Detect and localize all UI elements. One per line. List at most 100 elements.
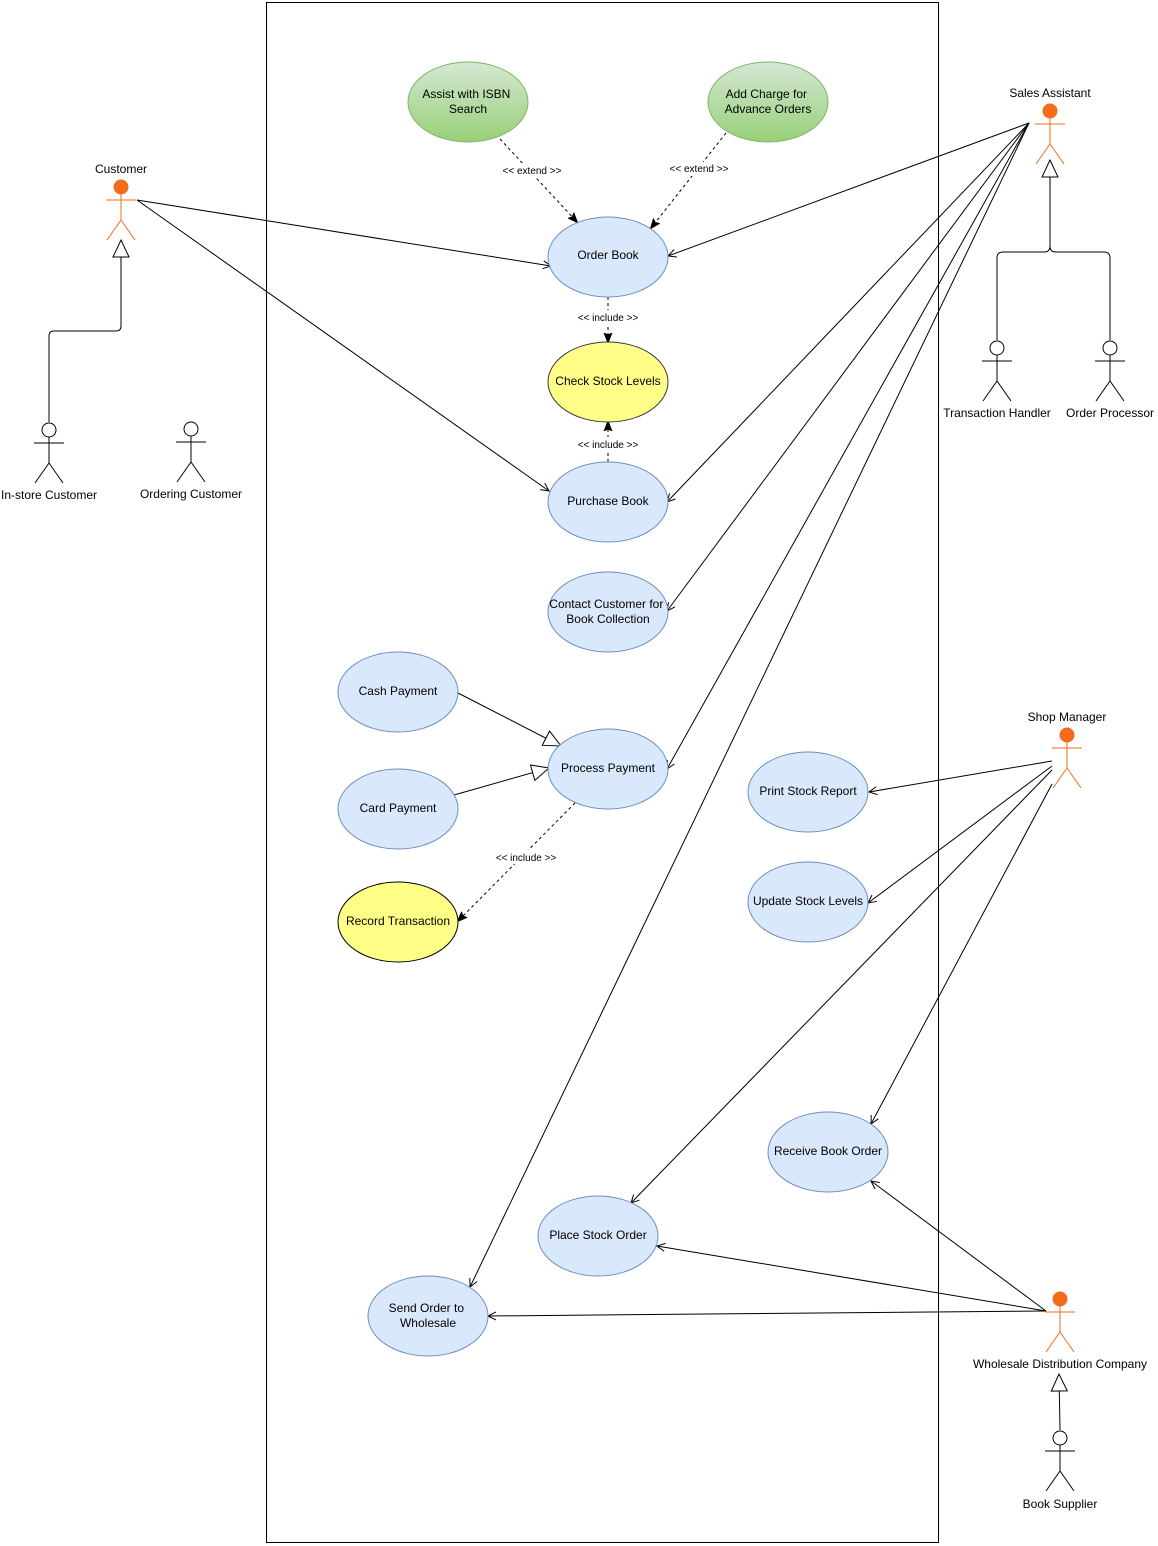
shop-manager-stick-figure-icon [1052,727,1082,789]
assist-isbn-line-2: Search [449,102,487,116]
actor-transaction-handler-label: Transaction Handler [943,406,1051,420]
actor-shop-manager-label: Shop Manager [1028,710,1107,724]
use-cases: Assist with ISBN Search Add Charge for A… [337,61,889,1357]
actor-ordering-customer-label: Ordering Customer [140,487,242,501]
assoc-customer-purchase-book [136,199,549,491]
include-payment-record [458,802,576,921]
svg-text:Send Order to Wholesal: Send Order to Wholesale [389,1301,468,1330]
use-case-add-charge[interactable]: Add Charge for Advance Orders [707,61,829,143]
instore-customer-stick-figure-icon [34,422,64,484]
label-include-record: << include >> [496,853,557,864]
assoc-customer-order-book [136,199,551,266]
card-payment-label: Card Payment [360,801,437,815]
place-stock-order-label: Place Stock Order [549,1228,646,1242]
assoc-wholesale-receive-order [871,1181,1047,1312]
use-case-assist-isbn[interactable]: Assist with ISBN Search [407,61,529,143]
print-stock-report-label: Print Stock Report [759,784,857,798]
receive-book-order-label: Receive Book Order [774,1144,882,1158]
relationships [136,122,1053,1316]
assoc-manager-update-stock [868,765,1053,903]
actor-shop-manager[interactable]: Shop Manager [1028,710,1107,789]
record-transaction-label: Record Transaction [346,914,450,928]
actor-order-processor-label: Order Processor [1066,406,1154,420]
extend-isbn-order-book [499,138,577,222]
add-charge-line-1: Add Charge for [726,87,807,101]
use-case-purchase-book[interactable]: Purchase Book [547,461,669,543]
actor-instore-customer-label: In-store Customer [1,488,97,502]
actor-wholesale-company-label: Wholesale Distribution Company [973,1357,1147,1371]
order-book-label: Order Book [577,248,639,262]
book-supplier-stick-figure-icon [1045,1430,1075,1492]
send-order-line-2: Wholesale [400,1316,456,1330]
update-stock-levels-label: Update Stock Levels [753,894,863,908]
gen-transaction-handler [996,158,1059,340]
gen-book-supplier [1050,1372,1069,1431]
assoc-manager-receive-order [871,783,1053,1124]
use-case-print-stock-report[interactable]: Print Stock Report [747,751,869,833]
actor-ordering-customer[interactable]: Ordering Customer [140,421,242,501]
use-case-process-payment[interactable]: Process Payment [547,728,669,810]
purchase-book-label: Purchase Book [567,494,649,508]
use-case-check-stock-levels[interactable]: Check Stock Levels [547,341,669,423]
actor-book-supplier[interactable]: Book Supplier [1023,1430,1098,1511]
actor-instore-customer[interactable]: In-store Customer [1,422,97,502]
generalizations [48,158,1111,1431]
cash-payment-label: Cash Payment [359,684,438,698]
label-extend-isbn: << extend >> [503,166,562,177]
assoc-sales-send-order [470,122,1030,1287]
process-payment-label: Process Payment [561,761,656,775]
contact-customer-line-1: Contact Customer for [549,597,663,611]
assoc-manager-place-order [631,769,1053,1203]
use-case-send-order-wholesale[interactable]: Send Order to Wholesale [367,1275,489,1357]
wholesale-company-stick-figure-icon [1045,1291,1075,1353]
assoc-sales-contact-customer [667,122,1030,611]
use-case-cash-payment[interactable]: Cash Payment [337,651,459,733]
use-case-order-book[interactable]: Order Book [547,216,669,298]
ordering-customer-stick-figure-icon [176,421,206,483]
use-case-receive-book-order[interactable]: Receive Book Order [767,1111,889,1193]
actor-sales-assistant-label: Sales Assistant [1009,86,1091,100]
svg-text:Assist with ISBN Searc: Assist with ISBN Search [422,87,513,116]
actor-wholesale-company[interactable]: Wholesale Distribution Company [973,1291,1147,1371]
assist-isbn-line-1: Assist with ISBN [422,87,510,101]
actor-transaction-handler[interactable]: Transaction Handler [943,340,1051,420]
contact-customer-line-2: Book Collection [566,612,649,626]
label-include-check-order: << include >> [578,313,639,324]
actor-order-processor[interactable]: Order Processor [1066,340,1154,420]
gen-cash-process-payment [457,692,563,747]
assoc-sales-purchase-book [667,122,1030,502]
svg-text:Add Charge for Advance: Add Charge for Advance Orders [725,87,812,116]
gen-order-processor [1049,245,1111,340]
use-case-contact-customer[interactable]: Contact Customer for Book Collection [547,571,669,653]
gen-card-process-payment [453,764,551,796]
sales-assistant-stick-figure-icon [1035,103,1065,165]
gen-instore-customer [48,238,130,422]
label-extend-charge: << extend >> [670,164,729,175]
use-case-place-stock-order[interactable]: Place Stock Order [537,1195,659,1277]
system-boundary [266,2,939,1543]
assoc-sales-order-book [668,122,1030,256]
actor-customer[interactable]: Customer [95,162,147,241]
actors: Customer In-store Customer Ordering Cu [1,86,1154,1511]
svg-text:Contact Customer for B: Contact Customer for Book Collection [549,597,666,626]
extend-charge-order-book [651,132,727,228]
use-case-update-stock-levels[interactable]: Update Stock Levels [747,861,869,943]
label-include-check-purchase: << include >> [578,440,639,451]
actor-sales-assistant[interactable]: Sales Assistant [1009,86,1091,165]
use-case-card-payment[interactable]: Card Payment [337,768,459,850]
assoc-wholesale-place-order [657,1246,1047,1312]
assoc-sales-process-payment [667,122,1030,769]
actor-customer-label: Customer [95,162,147,176]
use-case-record-transaction[interactable]: Record Transaction [337,881,459,963]
send-order-line-1: Send Order to [389,1301,465,1315]
actor-book-supplier-label: Book Supplier [1023,1497,1098,1511]
check-stock-label: Check Stock Levels [555,374,660,388]
transaction-handler-stick-figure-icon [982,340,1012,402]
customer-stick-figure-icon [106,179,136,241]
assoc-manager-print-report [869,760,1053,792]
order-processor-stick-figure-icon [1095,340,1125,402]
relation-labels: << extend >> << extend >> << include >> … [491,162,734,864]
assoc-wholesale-send-order [488,1310,1047,1316]
